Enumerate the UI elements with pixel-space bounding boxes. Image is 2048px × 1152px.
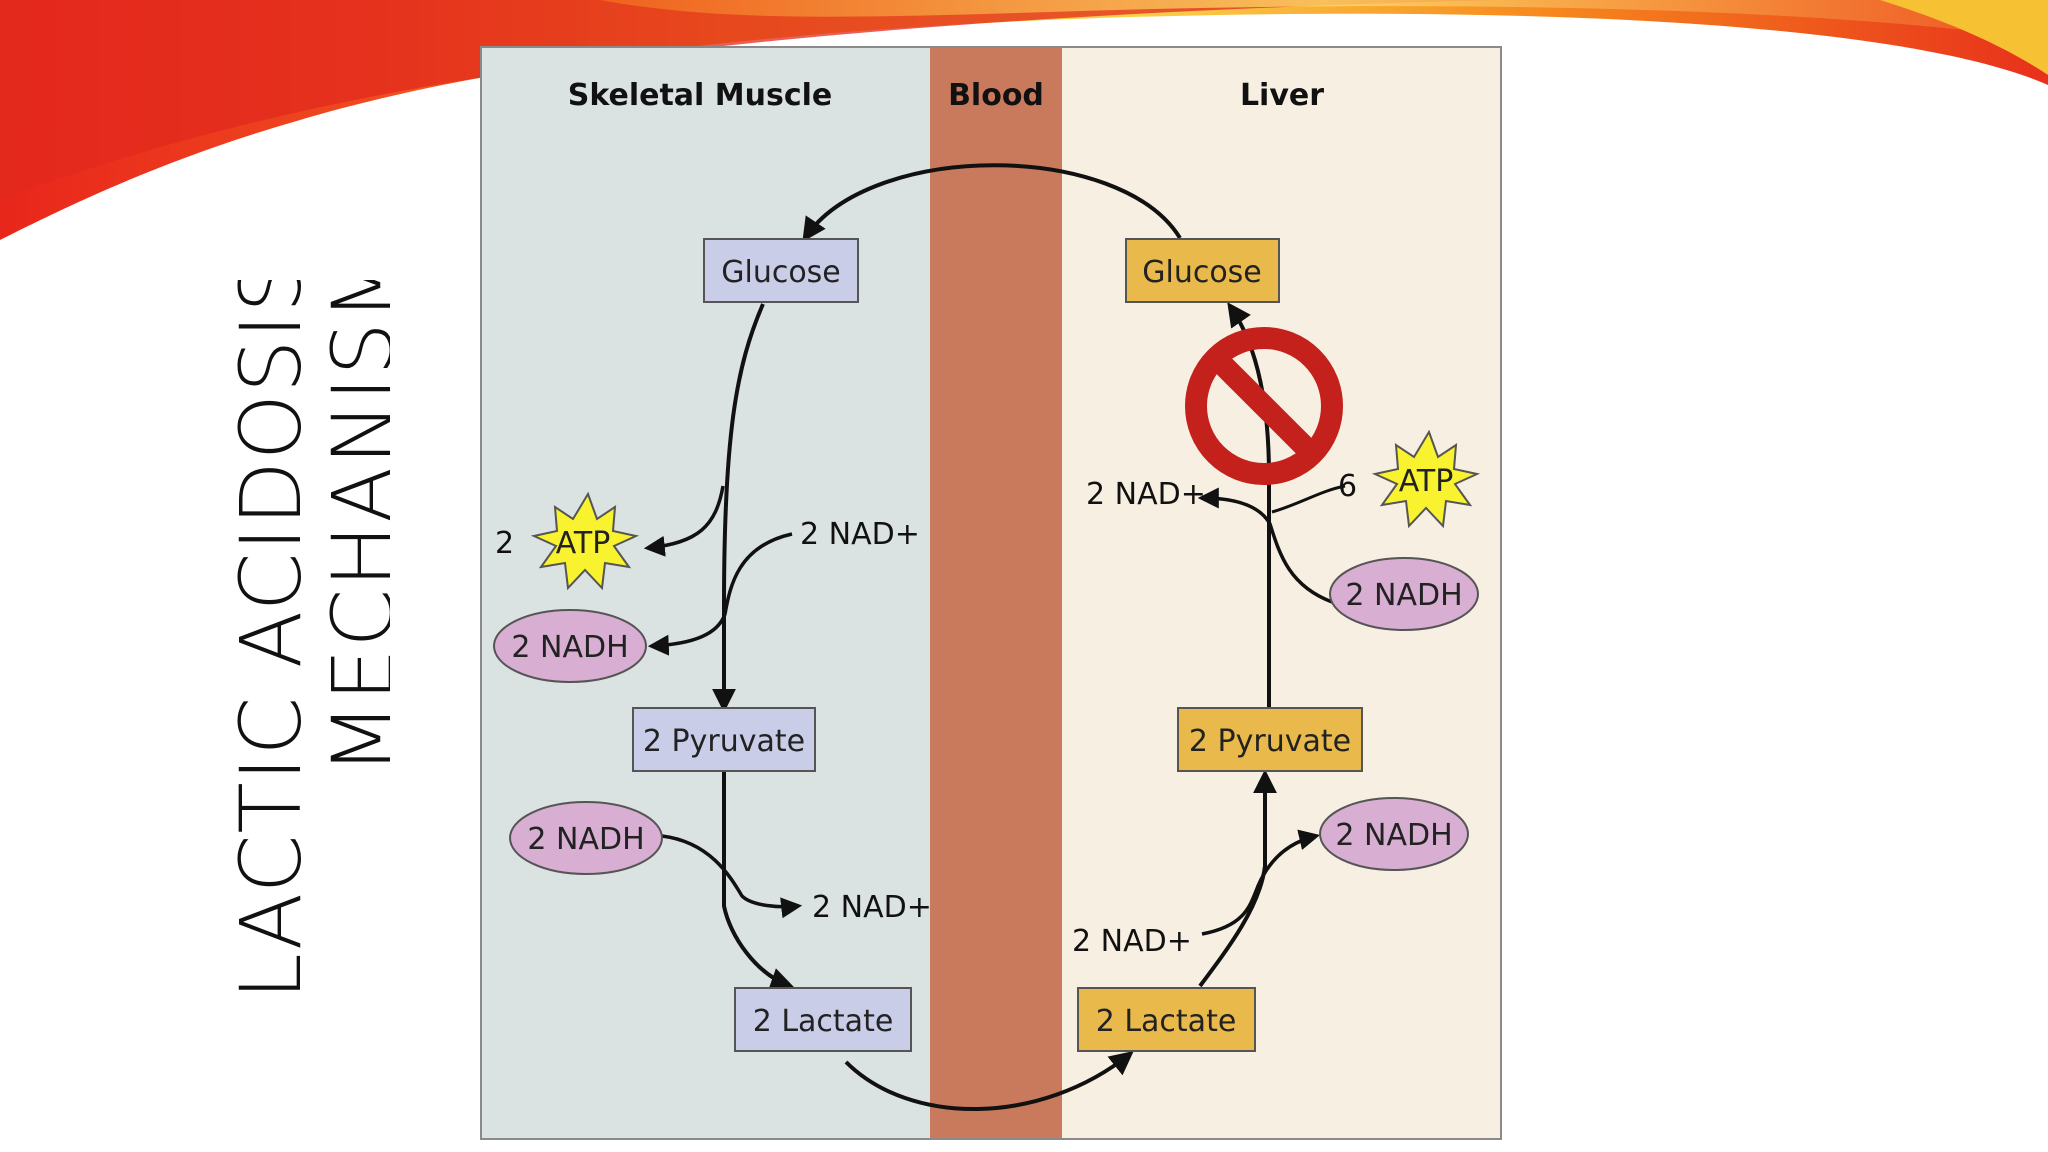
prohibited-icon [1185, 327, 1343, 485]
lactate-transport-arrow [844, 1051, 1134, 1112]
muscle-atp-count: 2 [495, 526, 514, 561]
muscle-lactate-box [734, 987, 912, 1052]
glucose-transport-arrow [802, 163, 1182, 242]
muscle-nad-out-label: 2 NAD+ [812, 890, 932, 925]
atp-burst-muscle [530, 491, 640, 591]
skeletal-muscle-label: Skeletal Muscle [568, 78, 833, 113]
nad-reduction-arrow [647, 532, 793, 656]
title-line-2: MECHANISM [314, 280, 390, 775]
muscle-lactate-label: 2 Lactate [753, 1004, 894, 1039]
liver-nadh-in-ellipse [1329, 557, 1479, 631]
skeletal-muscle-zone [480, 46, 930, 1140]
liver-nadh-oxidation-arrow [1197, 487, 1333, 604]
blood-zone [930, 46, 1062, 1140]
glycolysis-arrow [712, 303, 765, 713]
liver-atp-count: 6 [1338, 469, 1357, 504]
liver-glucose-box [1125, 238, 1280, 303]
muscle-pyruvate-label: 2 Pyruvate [643, 724, 805, 759]
liver-nadh-out-label: 2 NADH [1335, 818, 1452, 853]
blood-label: Blood [948, 78, 1044, 113]
liver-pyruvate-box [1177, 707, 1363, 772]
muscle-nadh-in-ellipse [509, 801, 663, 875]
atp-burst-liver [1371, 429, 1481, 529]
nadh-oxidation-arrow [661, 834, 803, 919]
cori-cycle-diagram: Skeletal Muscle Blood Liver Glucose ATP … [480, 46, 1502, 1140]
liver-nadh-out-ellipse [1319, 797, 1469, 871]
muscle-glucose-box [703, 238, 859, 303]
liver-lactate-label: 2 Lactate [1096, 1004, 1237, 1039]
liver-label: Liver [1240, 78, 1324, 113]
muscle-nad-in-label: 2 NAD+ [800, 517, 920, 552]
muscle-glucose-label: Glucose [721, 255, 841, 290]
atp-output-arrow [643, 485, 725, 557]
liver-nad-out-label: 2 NAD+ [1086, 477, 1206, 512]
title-line-1: LACTIC ACIDOSIS [222, 280, 320, 1000]
liver-atp-label: ATP [1399, 464, 1454, 499]
diagram-border [480, 46, 1502, 1140]
liver-lactate-box [1077, 987, 1256, 1052]
atp-input-line [1271, 484, 1346, 514]
liver-nad-in-label: 2 NAD+ [1072, 924, 1192, 959]
muscle-atp-label: ATP [556, 526, 611, 561]
muscle-nadh-out-label: 2 NADH [511, 630, 628, 665]
liver-nadh-in-label: 2 NADH [1345, 578, 1462, 613]
lactate-formation-arrow [722, 772, 795, 991]
slide-title: LACTIC ACIDOSIS MECHANISM [60, 248, 412, 1000]
liver-nad-reduction-arrow [1201, 829, 1321, 936]
muscle-pyruvate-box [632, 707, 816, 772]
muscle-nadh-in-label: 2 NADH [527, 822, 644, 857]
muscle-nadh-out-ellipse [493, 609, 647, 683]
liver-glucose-label: Glucose [1142, 255, 1262, 290]
liver-pyruvate-label: 2 Pyruvate [1189, 724, 1351, 759]
